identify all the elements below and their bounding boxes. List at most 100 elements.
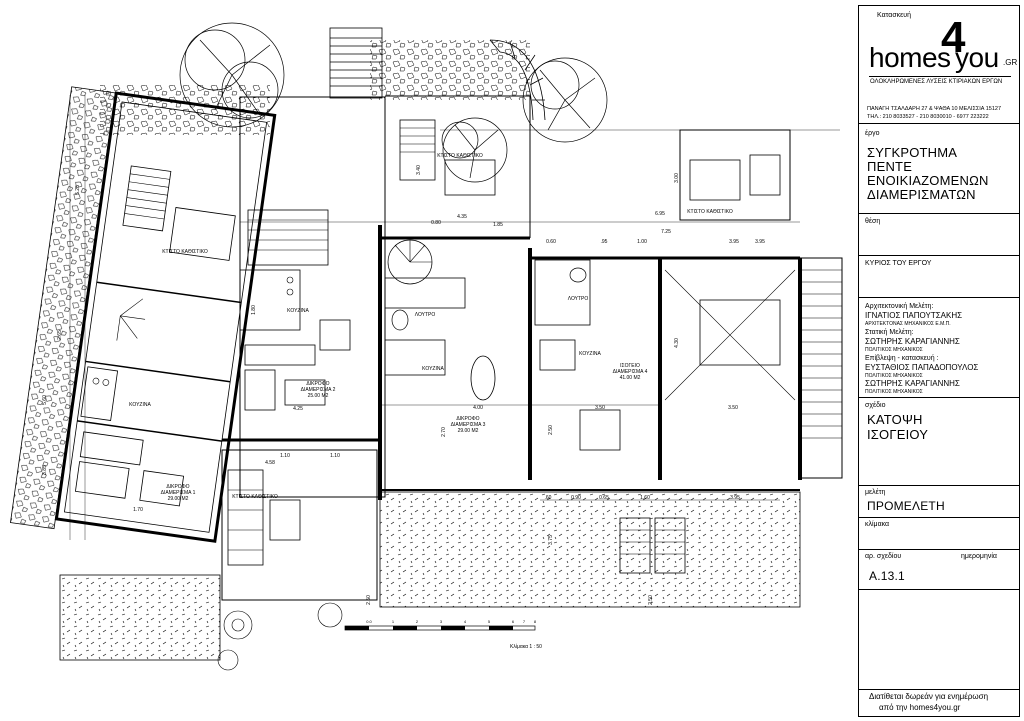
dimension-label: .95 [601, 239, 608, 245]
main-building [59, 95, 843, 661]
arch-name: ΙΓΝΑΤΙΟΣ ΠΑΠΟΥΤΣΑΚΗΣ [865, 311, 963, 320]
project-cell: έργο ΣΥΓΚΡΟΤΗΜΑ ΠΕΝΤΕ ΕΝΟΙΚΙΑΖΟΜΕΝΩΝ ΔΙΑ… [859, 124, 1019, 214]
footer-line: Διατίθεται δωρεάν για ενημέρωση [869, 692, 989, 701]
room-label-apt3: ΔΙΑΜΕΡΙΣΜΑ 3 [451, 422, 486, 428]
scale-bar: 0.0 1 2 3 4 5 6 7 8 Κλίμακα 1 : 50 [344, 619, 542, 650]
room-label-kitchen: ΚΟΥΖΙΝΑ [129, 402, 151, 408]
logo-number: 4 [941, 13, 966, 62]
room-label-apt2: ΔΙΑΜΕΡΙΣΜΑ 2 [301, 387, 336, 393]
room-label-bedroom: ΚΤΙΣΤΟ ΚΑΘΙΣΤΙΚΟ [232, 494, 278, 500]
logo-domain: .GR [1003, 58, 1018, 67]
drawing-number-label: αρ. σχεδίου [865, 553, 902, 560]
scale-tick: 6 [512, 619, 515, 624]
drawing-number-cell: αρ. σχεδίου ημερομηνία Α.13.1 [859, 550, 1019, 590]
room-label-apt1: ΔΙΑΜΕΡΙΣΜΑ 1 [161, 490, 196, 496]
apartment-1 [10, 86, 277, 543]
drawing-line: ΙΣΟΓΕΙΟΥ [867, 427, 929, 442]
scale-label-tb: κλίμακα [865, 521, 890, 528]
title-block: Κατασκευή 4 homes you .GR ΟΛΟΚΛΗΡΩΜΕΝΕΣ … [858, 5, 1020, 717]
dimension-label: 4.58 [265, 460, 275, 466]
phones: ΤΗΛ.: 210 8033527 - 210 8030010 - 6977 2… [867, 114, 989, 120]
dimension-label: 5.60 [42, 395, 48, 405]
drawing-number: Α.13.1 [869, 569, 905, 583]
dimension-label: 3.85 [42, 465, 48, 475]
study-label: μελέτη [865, 489, 886, 496]
static-label: Στατική Μελέτη: [865, 329, 914, 336]
scale-tick: 8 [534, 619, 537, 624]
dimension-label: 3.50 [595, 405, 605, 411]
owner-cell: ΚΥΡΙΟΣ ΤΟΥ ΕΡΓΟΥ [859, 256, 1019, 298]
project-line: ΠΕΝΤΕ [867, 159, 913, 174]
dimension-label: 4.00 [473, 405, 483, 411]
room-label-apt4: ΔΙΑΜΕΡΙΣΜΑ 4 [613, 369, 648, 375]
room-label-bath: ΛΟΥΤΡΟ [568, 296, 589, 302]
dimension-label: 0.80 [431, 220, 441, 226]
drawing-line: ΚΑΤΟΨΗ [867, 412, 923, 427]
room-label-bedroom: ΚΤΙΣΤΟ ΚΑΘΙΣΤΙΚΟ [687, 209, 733, 215]
dimension-label: 5.25 [75, 185, 81, 195]
dimension-label: 0.65 [599, 495, 609, 501]
room-label-bedroom: ΚΤΙΣΤΟ ΚΑΘΙΣΤΙΚΟ [162, 249, 208, 255]
room-area-apt4: 41.00 Μ2 [620, 375, 641, 381]
dimension-label: 3.95 [755, 239, 765, 245]
study-value: ΠΡΟΜΕΛΕΤΗ [867, 499, 945, 513]
static-title: ΠΟΛΙΤΙΚΟΣ ΜΗΧΑΝΙΚΟΣ [865, 347, 923, 353]
dimension-label: 1.10 [280, 453, 290, 459]
location-label: θέση [865, 218, 881, 225]
tagline: ΟΛΟΚΛΗΡΩΜΕΝΕΣ ΛΥΣΕΙΣ ΚΤΙΡΙΑΚΩΝ ΕΡΓΩΝ [870, 79, 1003, 85]
location-cell: θέση [859, 214, 1019, 256]
dimension-label: 2.50 [548, 425, 554, 435]
supervisor-title: ΠΟΛΙΤΙΚΟΣ ΜΗΧΑΝΙΚΟΣ [865, 373, 923, 379]
room-label-bedroom: ΚΤΙΣΤΟ ΚΑΘΙΣΤΙΚΟ [437, 153, 483, 159]
room-label-living-prefix: ΔΙΚΡΟΦΟ [166, 484, 189, 490]
project-line: ΕΝΟΙΚΙΑΖΟΜΕΝΩΝ [867, 173, 989, 188]
scale-tick: 4 [464, 619, 467, 624]
room-label-kitchen: ΚΟΥΖΙΝΑ [287, 308, 309, 314]
study-cell: μελέτη ΠΡΟΜΕΛΕΤΗ [859, 486, 1019, 518]
dimension-label: 3.95 [729, 239, 739, 245]
dimension-label: 1.60 [640, 495, 650, 501]
room-area-apt3: 29.00 Μ2 [458, 428, 479, 434]
blank-cell [859, 590, 1019, 690]
dimension-label: 1.70 [133, 507, 143, 513]
dimension-label: 6.95 [655, 211, 665, 217]
dimension-label: 2.50 [366, 595, 372, 605]
logo-text-left: homes [869, 42, 951, 73]
project-label: έργο [865, 130, 880, 137]
room-label-living-prefix: ΔΙΚΡΟΦΟ [306, 381, 329, 387]
plant-icon [217, 602, 343, 671]
logo-divider [869, 76, 1011, 87]
address: ΠΑΝΑΓΗ ΤΣΑΛΔΑΡΗ 27 & ΨΑΘΑ 10 ΜΕΛΙΣΣΙΑ 15… [867, 106, 1001, 112]
arch-label: Αρχιτεκτονική Μελέτη: [865, 303, 934, 310]
dimension-label: 4.30 [674, 338, 680, 348]
dimension-label: 4.35 [457, 214, 467, 220]
room-label-bath: ΛΟΥΤΡΟ [415, 312, 436, 318]
drawing-label: σχέδιο [865, 402, 886, 409]
engineers-cell: Αρχιτεκτονική Μελέτη: ΙΓΝΑΤΙΟΣ ΠΑΠΟΥΤΣΑΚ… [859, 298, 1019, 398]
dimension-label: 1.80 [251, 305, 257, 315]
owner-label: ΚΥΡΙΟΣ ΤΟΥ ΕΡΓΟΥ [865, 260, 932, 267]
footer-line: από την homes4you.gr [879, 703, 961, 712]
dimension-label: 2.70 [441, 427, 447, 437]
scale-tick: 5 [488, 619, 491, 624]
dimension-label: 1.85 [493, 222, 503, 228]
scale-tick: 3 [440, 619, 443, 624]
scale-tick: 7 [523, 619, 526, 624]
dimension-label: 1.10 [330, 453, 340, 459]
room-area-apt2: 25.00 Μ2 [308, 393, 329, 399]
dimension-label: 2.65 [57, 330, 63, 340]
scale-tick: 2 [416, 619, 419, 624]
scale-tick: 1 [392, 619, 395, 624]
room-area-apt1: 29.00 Μ2 [168, 496, 189, 502]
dimension-label: 1.00 [637, 239, 647, 245]
arch-title: ΑΡΧΙΤΕΚΤΟΝΑΣ ΜΗΧΑΝΙΚΟΣ Ε.Μ.Π. [865, 321, 951, 327]
supervision-label: Επίβλεψη - κατασκευή : [865, 355, 939, 362]
logo-cell: Κατασκευή 4 homes you .GR ΟΛΟΚΛΗΡΩΜΕΝΕΣ … [859, 6, 1019, 124]
supervisor-name: ΣΩΤΗΡΗΣ ΚΑΡΑΓΙΑΝΝΗΣ [865, 379, 960, 388]
construction-label: Κατασκευή [877, 12, 912, 19]
project-line: ΣΥΓΚΡΟΤΗΜΑ [867, 145, 958, 160]
dimension-label: 3.75 [548, 535, 554, 545]
floor-plan: ΚΤΙΣΤΟ ΚΑΘΙΣΤΙΚΟ ΚΟΥΖΙΝΑ ΔΙΚΡΟΦΟ ΔΙΑΜΕΡΙ… [10, 22, 843, 671]
dimension-label: .60 [545, 495, 552, 501]
